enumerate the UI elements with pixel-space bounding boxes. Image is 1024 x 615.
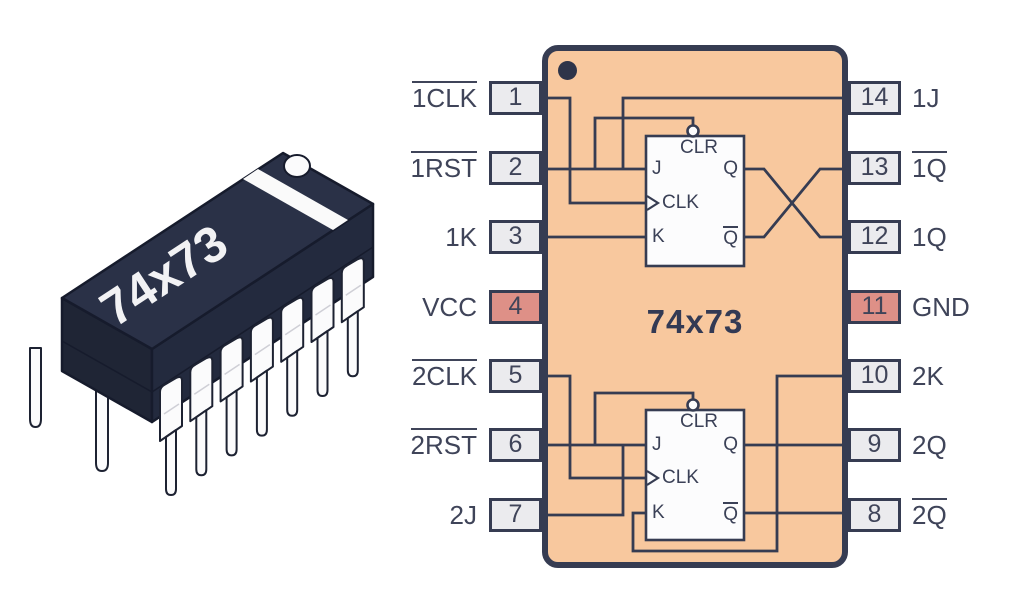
wire-2j [545,445,625,517]
pin-8-box: 8 [848,498,901,532]
chip-pin [195,409,208,477]
ff1-clk-label: CLK [662,192,699,213]
ff2-qbar-label: Q [723,502,738,525]
ff2-clk-label: CLK [662,467,699,488]
flipflop-1-box [644,134,746,268]
chip-pin-bend-highlights [163,284,362,415]
pin-2-label: 1RST [410,151,477,183]
pin-12-box: 12 [848,220,901,254]
ff2-clr-label: CLR [679,411,718,432]
pin-5-label: 2CLK [411,359,477,391]
chip-back-pins [29,347,109,472]
wire-1clk [545,96,646,205]
chip-pin [286,349,299,417]
pin-4-box: 4 [489,290,542,324]
chip-pin1-hole [283,154,311,178]
pin-9-label: 2Q [912,430,947,460]
wire-2clr-riser [593,391,695,445]
ff1-j-label: J [652,158,662,179]
pin-12-label: 1Q [912,222,947,252]
wires [545,96,845,553]
ff1-q-label: Q [723,158,738,179]
chip-pin [255,369,268,437]
wire-1j [621,96,845,169]
chip-pin [225,389,238,457]
pin-4-label: VCC [422,292,477,322]
pin-6-box: 6 [489,428,542,462]
pin-1-label: 1CLK [411,81,477,113]
pin-8-label: 2Q [912,498,947,530]
pin-11-box: 11 [848,290,901,324]
ff1-clr-label: CLR [679,137,718,158]
ff2-k-label: K [652,502,665,523]
wire-1q-cross [744,167,845,239]
ff1-k-label: K [652,226,665,247]
pin-2-box: 2 [489,151,542,185]
chip-stripe [243,169,348,230]
pin-10-box: 10 [848,359,901,393]
clock-edge-triangle-icon [646,195,661,211]
chip-pin [346,310,359,378]
chip-pin [29,347,42,428]
pin-7-box: 7 [489,498,542,532]
chip-pin [95,385,109,472]
chip-pin [316,330,329,397]
clr-inverter-bubble-icon [686,398,700,412]
pin-3-box: 3 [489,220,542,254]
pin-6-label: 2RST [410,428,477,460]
pin-3-label: 1K [445,222,477,252]
ff2-q-label: Q [723,434,738,455]
dip-chip-3d-illustration: 74x73 [29,151,375,496]
wire-1qbar-cross [744,167,845,239]
ff2-j-label: J [652,434,662,455]
pin-10-label: 2K [912,361,944,391]
pin1-indicator-dot [558,61,577,80]
clock-edge-triangle-icon [646,470,661,486]
chip-seam-lines [61,246,374,393]
pin-13-label: 1Q [912,151,947,183]
pin-14-box: 14 [848,81,901,115]
ff1-qbar-label: Q [723,226,738,249]
wire-2clk [545,374,646,480]
ic-part-number: 74x73 [646,303,744,340]
chip-pin [165,429,177,496]
wire-2k [631,374,845,553]
pin-1-box: 1 [489,81,542,115]
clr-inverter-bubble-icon [686,124,700,138]
pin-9-box: 9 [848,428,901,462]
flipflop-2-box [644,408,746,542]
pin-7-label: 2J [449,500,477,530]
pin-14-label: 1J [912,83,940,113]
pin-5-box: 5 [489,359,542,393]
pin-11-label: GND [912,292,970,322]
pin-13-box: 13 [848,151,901,185]
wire-1clr-riser [593,116,695,169]
